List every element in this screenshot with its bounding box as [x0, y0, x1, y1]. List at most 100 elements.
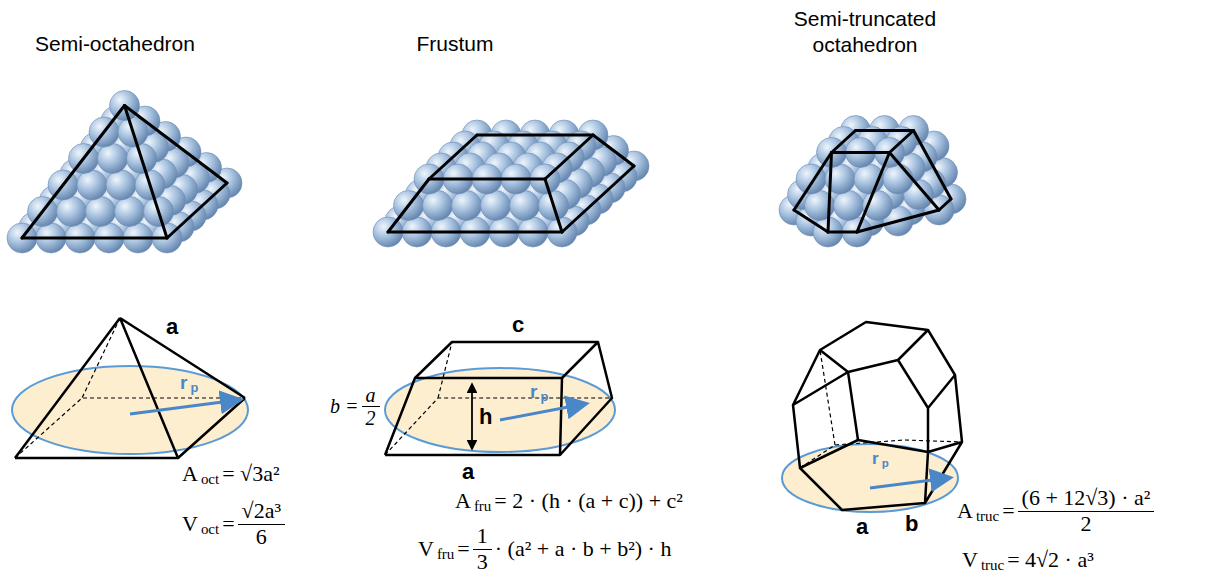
outline-edge	[545, 179, 562, 232]
radius-label: rp	[872, 449, 889, 469]
outline-edge	[22, 106, 125, 239]
subscript: fru	[474, 498, 491, 515]
fraction-part: 2	[362, 407, 380, 429]
volume-formula: Vtruc= 4√2 · a³	[962, 547, 1094, 573]
semi-octahedron-drawing	[12, 318, 248, 458]
radius-label: rp	[530, 381, 548, 403]
atom-sphere	[106, 170, 136, 200]
base-ellipse	[385, 368, 615, 452]
atom-sphere	[115, 197, 145, 227]
radius-arrow	[500, 404, 584, 420]
label-text: Semi-octahedron	[35, 32, 195, 56]
label-text: =	[457, 536, 469, 562]
atom-sphere	[57, 197, 87, 227]
edge-label: a	[462, 459, 474, 485]
radius-arrow	[130, 400, 238, 414]
outline-edge	[794, 153, 832, 211]
outline-edge	[388, 231, 562, 234]
label-text: a	[166, 314, 178, 340]
fraction-part: a	[362, 384, 380, 407]
shape-title: Frustum	[416, 32, 493, 56]
label-text: A	[455, 488, 471, 514]
outline-edge	[429, 135, 477, 179]
outline-edge	[794, 210, 828, 232]
atom-sphere	[77, 170, 107, 200]
label-text: h	[479, 404, 492, 430]
subscript: oct	[201, 471, 219, 488]
fraction-part: 3	[473, 550, 492, 575]
base-ellipse	[12, 366, 248, 454]
edge-label: a	[166, 314, 178, 340]
outline-edge	[914, 131, 952, 200]
fraction: 13	[473, 524, 492, 574]
subscript: fru	[437, 546, 454, 563]
volume-formula: Voct=√2a³6	[182, 499, 285, 549]
hidden-edge	[385, 342, 612, 455]
subscript: p	[882, 457, 889, 469]
label-text: r	[872, 449, 879, 469]
outline-edge	[22, 237, 167, 240]
label-text: b	[905, 511, 918, 537]
outline-edge	[125, 106, 228, 184]
outline-edge	[857, 153, 890, 233]
fraction-part: 6	[252, 525, 271, 550]
height-arrow	[471, 384, 473, 449]
outline-edge	[545, 135, 593, 179]
label-text: c	[512, 312, 524, 338]
outline-edge	[125, 106, 168, 239]
edge-label: c	[512, 312, 524, 338]
visible-edge	[385, 342, 612, 455]
outline-edge	[429, 178, 545, 181]
subscript: truc	[976, 508, 999, 525]
label-text: V	[182, 511, 198, 537]
hidden-edge	[15, 318, 245, 458]
shape-title: Semi-octahedron	[35, 32, 195, 56]
label-text: a	[462, 459, 474, 485]
outline-edge	[890, 131, 914, 153]
label-text: A	[957, 498, 973, 524]
cluster-outlines	[22, 106, 951, 239]
fraction-part: (6 + 12√3) · a²	[1018, 486, 1155, 512]
outline-edge	[857, 210, 939, 232]
subscript: oct	[201, 521, 219, 538]
visible-edge	[793, 322, 962, 510]
label-text: A	[182, 461, 198, 487]
atom-sphere	[98, 144, 128, 174]
atom-sphere	[834, 191, 864, 221]
label-text: =	[222, 511, 234, 537]
atom-sphere	[481, 191, 511, 221]
outline-edge	[167, 183, 227, 238]
outline-edge	[939, 199, 951, 210]
label-text: a	[856, 514, 868, 540]
height-label: h	[479, 404, 492, 430]
outline-edge	[828, 231, 857, 234]
frustum-drawing	[385, 342, 615, 455]
area-formula: Atruc=(6 + 12√3) · a²2	[957, 486, 1154, 536]
outline-edge	[562, 166, 634, 232]
visible-edge	[15, 318, 245, 458]
label-text: V	[418, 536, 434, 562]
edge-label: a	[856, 514, 868, 540]
radius-arrow	[870, 478, 948, 488]
label-text: = √3a²	[222, 461, 279, 487]
outline-edge	[856, 129, 914, 132]
atom-sphere	[423, 191, 453, 221]
label-text: · (a² + a · b + b²) · h	[495, 536, 672, 562]
label-text: b =	[330, 395, 359, 418]
subscript: p	[540, 389, 548, 404]
fraction-part: √2a³	[238, 499, 285, 525]
label-text: = 2 · (h · (a + c)) + c²	[494, 488, 683, 514]
subscript: p	[190, 380, 198, 395]
truncated-octahedron-drawing	[782, 322, 962, 512]
outline-edge	[477, 134, 593, 137]
atom-sphere	[883, 164, 913, 194]
atom-sphere	[510, 191, 540, 221]
label-text: r	[530, 381, 537, 403]
atom-sphere	[86, 197, 116, 227]
fraction: √2a³6	[238, 499, 285, 549]
outline-edge	[832, 151, 890, 154]
outline-edge	[828, 153, 832, 233]
area-formula: Aoct= √3a²	[182, 461, 280, 487]
subscript: truc	[981, 557, 1004, 574]
